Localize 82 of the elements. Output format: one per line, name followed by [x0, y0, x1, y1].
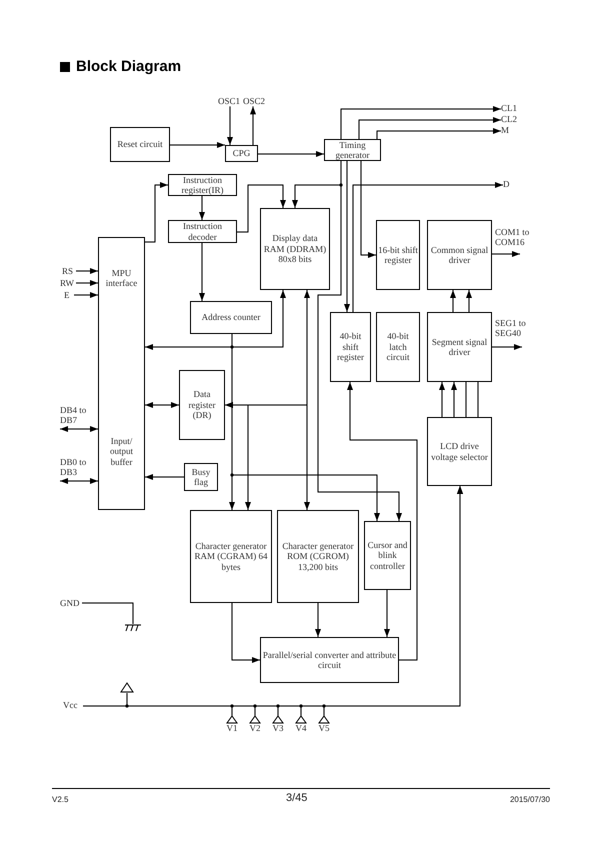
pin-label: OSC2	[243, 96, 269, 106]
pin-label: CL2	[501, 114, 523, 124]
pin-label: COM1 to COM16	[495, 227, 547, 248]
pin-label: D	[503, 179, 515, 190]
arrow	[492, 344, 522, 350]
block-box: Character generator RAM (CGRAM) 64 bytes	[190, 510, 272, 603]
arrow	[199, 242, 205, 302]
block-box: Instruction decoder	[168, 220, 237, 243]
arrow	[170, 142, 226, 148]
arrow	[144, 182, 168, 242]
arrow	[358, 117, 502, 140]
page-number: 3/45	[286, 792, 308, 804]
block-label: Input/ output buffer	[108, 436, 134, 467]
block-box: Busy flag	[184, 463, 218, 491]
arrow	[232, 290, 286, 348]
pin-label: RW	[60, 278, 76, 288]
diagram-title: Block Diagram	[76, 58, 182, 75]
arrow	[347, 382, 418, 660]
arrow	[451, 382, 457, 418]
block-box: Timing generator	[324, 139, 381, 161]
pin-label: OSC1	[218, 96, 244, 106]
arrow	[144, 402, 180, 408]
arrow	[232, 602, 260, 663]
pin-label: V5	[318, 723, 330, 734]
pin-label: V1	[226, 723, 238, 734]
arrow	[74, 292, 98, 298]
pin-label: DB4 to DB7	[60, 405, 92, 426]
arrow	[60, 478, 98, 484]
block-box	[98, 237, 145, 510]
arrow	[304, 290, 310, 510]
arrow	[315, 602, 321, 638]
arrow	[466, 290, 472, 312]
arrow	[236, 184, 286, 232]
block-label: MPU interface	[104, 268, 138, 289]
block-box: Address counter	[190, 301, 272, 334]
block-box: Segment signal driver	[427, 312, 492, 382]
block-box: 16-bit shift register	[376, 220, 420, 290]
arrow	[227, 106, 233, 146]
arrow	[76, 280, 98, 286]
arrow	[352, 182, 504, 312]
block-box: CPG	[225, 145, 258, 162]
pin-label: Vcc	[63, 700, 83, 710]
footer-text: V2.5	[52, 795, 68, 804]
arrow	[60, 426, 98, 432]
block-box: Parallel/serial converter and attribute circuit	[260, 637, 399, 683]
pin-label: V4	[294, 723, 308, 734]
pin-label: RS	[62, 266, 76, 276]
pin-label: E	[64, 290, 74, 300]
arrow	[439, 382, 445, 418]
pin-label: M	[501, 125, 515, 136]
block-box: Reset circuit	[110, 127, 170, 162]
block-box: Cursor and blink controller	[364, 521, 411, 590]
arrow	[344, 160, 350, 312]
arrow	[76, 268, 98, 274]
arrow	[144, 474, 184, 480]
arrow	[450, 290, 456, 312]
arrow	[232, 334, 380, 522]
arrow	[340, 106, 502, 140]
block-box: LCD drive voltage selector	[427, 417, 492, 486]
block-box: 40-bit shift register	[330, 312, 371, 382]
pin-label: V2	[248, 723, 262, 734]
pin-label: GND	[60, 598, 82, 608]
block-box: Display data RAM (DDRAM) 80x8 bits	[260, 208, 330, 290]
arrow	[384, 590, 390, 638]
footer-text: 2015/07/30	[510, 795, 550, 804]
connector-line	[82, 602, 134, 624]
arrow	[224, 402, 251, 510]
arrow	[199, 196, 205, 220]
pin-label: DB0 to DB3	[60, 457, 92, 478]
pin-label: CL1	[501, 103, 523, 114]
block-box: Common signal driver	[427, 220, 492, 290]
block-box: Character generator ROM (CGROM) 13,200 bits	[277, 510, 359, 603]
arrow	[258, 151, 324, 157]
arrow	[250, 106, 256, 146]
pin-label: V3	[272, 723, 284, 734]
block-box: Data register (DR)	[179, 370, 225, 440]
block-box: 40-bit latch circuit	[376, 312, 420, 382]
pin-label: SEG1 to SEG40	[495, 318, 547, 339]
arrow	[376, 128, 502, 140]
block-box: Instruction register(IR)	[168, 174, 237, 196]
arrow	[492, 251, 520, 257]
arrow	[360, 160, 376, 258]
